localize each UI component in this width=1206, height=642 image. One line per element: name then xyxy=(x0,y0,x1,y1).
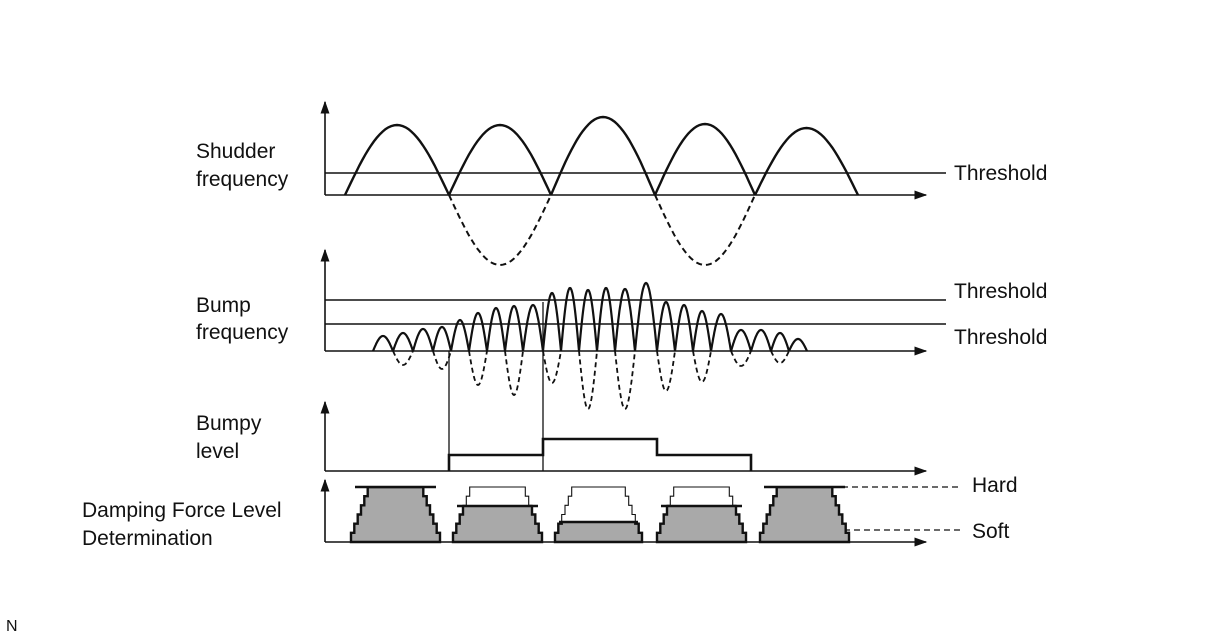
bump-lobe-17 xyxy=(673,303,695,352)
shudder-lobe-3 xyxy=(549,115,657,196)
bump-lobe-11 xyxy=(559,286,581,352)
bump-lobe-6 xyxy=(467,311,489,352)
shudder-negative-lobe-2 xyxy=(654,194,756,267)
bump-lobe-2 xyxy=(391,331,415,352)
damping-panel xyxy=(320,478,962,547)
threshold-label-bump-upper: Threshold xyxy=(954,280,1048,303)
shudder-lobe-2 xyxy=(447,123,553,196)
bump-wave-negative xyxy=(392,350,790,410)
bump-negative-lobe-2 xyxy=(432,350,452,370)
shudder-lobe-4 xyxy=(653,122,757,196)
corner-mark: N xyxy=(6,618,18,635)
bump-lobe-4 xyxy=(431,325,453,352)
damping-block-5 xyxy=(758,485,851,544)
bump-lobe-21 xyxy=(749,328,773,352)
damping-block-2 xyxy=(451,486,544,544)
damping-block-1 xyxy=(349,485,442,544)
bump-negative-lobe-4 xyxy=(504,350,524,396)
hard-label: Hard xyxy=(972,474,1018,497)
bump-lobe-9 xyxy=(521,303,545,352)
bump-lobe-20 xyxy=(729,328,753,352)
bumpy-level-step xyxy=(447,437,753,471)
bump-label-line1: Bump xyxy=(196,294,251,317)
bump-lobe-7 xyxy=(485,306,507,352)
shudder-wave-negative xyxy=(448,194,756,267)
damping-label-line2: Determination xyxy=(82,527,213,550)
bump-lobe-10 xyxy=(541,291,563,352)
bumpy-label-line2: level xyxy=(196,440,240,463)
bump-lobe-22 xyxy=(769,331,791,352)
bump-lobe-1 xyxy=(372,334,394,352)
damping-block-4 xyxy=(655,486,748,544)
shudder-lobe-1 xyxy=(343,123,451,196)
damping-block-fill xyxy=(553,522,644,544)
bump-lobe-12 xyxy=(577,288,599,352)
bump-negative-lobe-11 xyxy=(770,350,790,364)
bump-lobe-8 xyxy=(503,304,525,352)
bumpy-panel xyxy=(320,400,928,476)
damping-block-fill xyxy=(451,506,544,544)
bump-lobe-16 xyxy=(655,300,677,352)
bump-label-line2: frequency xyxy=(196,321,289,344)
bump-wave xyxy=(372,281,808,352)
damping-label-line1: Damping Force Level xyxy=(82,499,282,522)
bump-lobe-3 xyxy=(411,327,435,352)
threshold-label-shudder: Threshold xyxy=(954,162,1048,185)
shudder-label-line2: frequency xyxy=(196,168,289,191)
damping-block-fill xyxy=(655,506,748,544)
bump-negative-lobe-9 xyxy=(692,350,712,383)
bump-lobe-5 xyxy=(449,318,471,352)
bump-negative-lobe-5 xyxy=(542,350,562,384)
shudder-wave xyxy=(343,115,860,196)
soft-label: Soft xyxy=(972,520,1010,543)
bump-negative-lobe-6 xyxy=(578,350,598,410)
threshold-label-bump-lower: Threshold xyxy=(954,326,1048,349)
bump-panel xyxy=(320,248,946,410)
bump-lobe-14 xyxy=(613,287,637,352)
damping-block-fill xyxy=(349,487,442,544)
bump-lobe-15 xyxy=(633,281,659,352)
shudder-label-line1: Shudder xyxy=(196,140,276,163)
bumpy-label-line1: Bumpy xyxy=(196,412,262,435)
bump-negative-lobe-3 xyxy=(468,350,488,386)
damping-block-3 xyxy=(553,486,644,544)
bump-lobe-19 xyxy=(709,312,733,352)
bump-negative-lobe-10 xyxy=(730,350,752,367)
bump-negative-lobe-8 xyxy=(656,350,676,392)
shudder-lobe-5 xyxy=(753,126,860,196)
shudder-panel xyxy=(320,100,946,267)
bump-lobe-13 xyxy=(595,286,617,352)
bump-negative-lobe-1 xyxy=(392,350,414,366)
bump-negative-lobe-7 xyxy=(614,350,636,410)
shudder-negative-lobe-1 xyxy=(448,194,552,267)
bump-lobe-18 xyxy=(691,309,713,352)
damping-block-fill xyxy=(758,487,851,544)
bump-lobe-23 xyxy=(788,337,808,352)
